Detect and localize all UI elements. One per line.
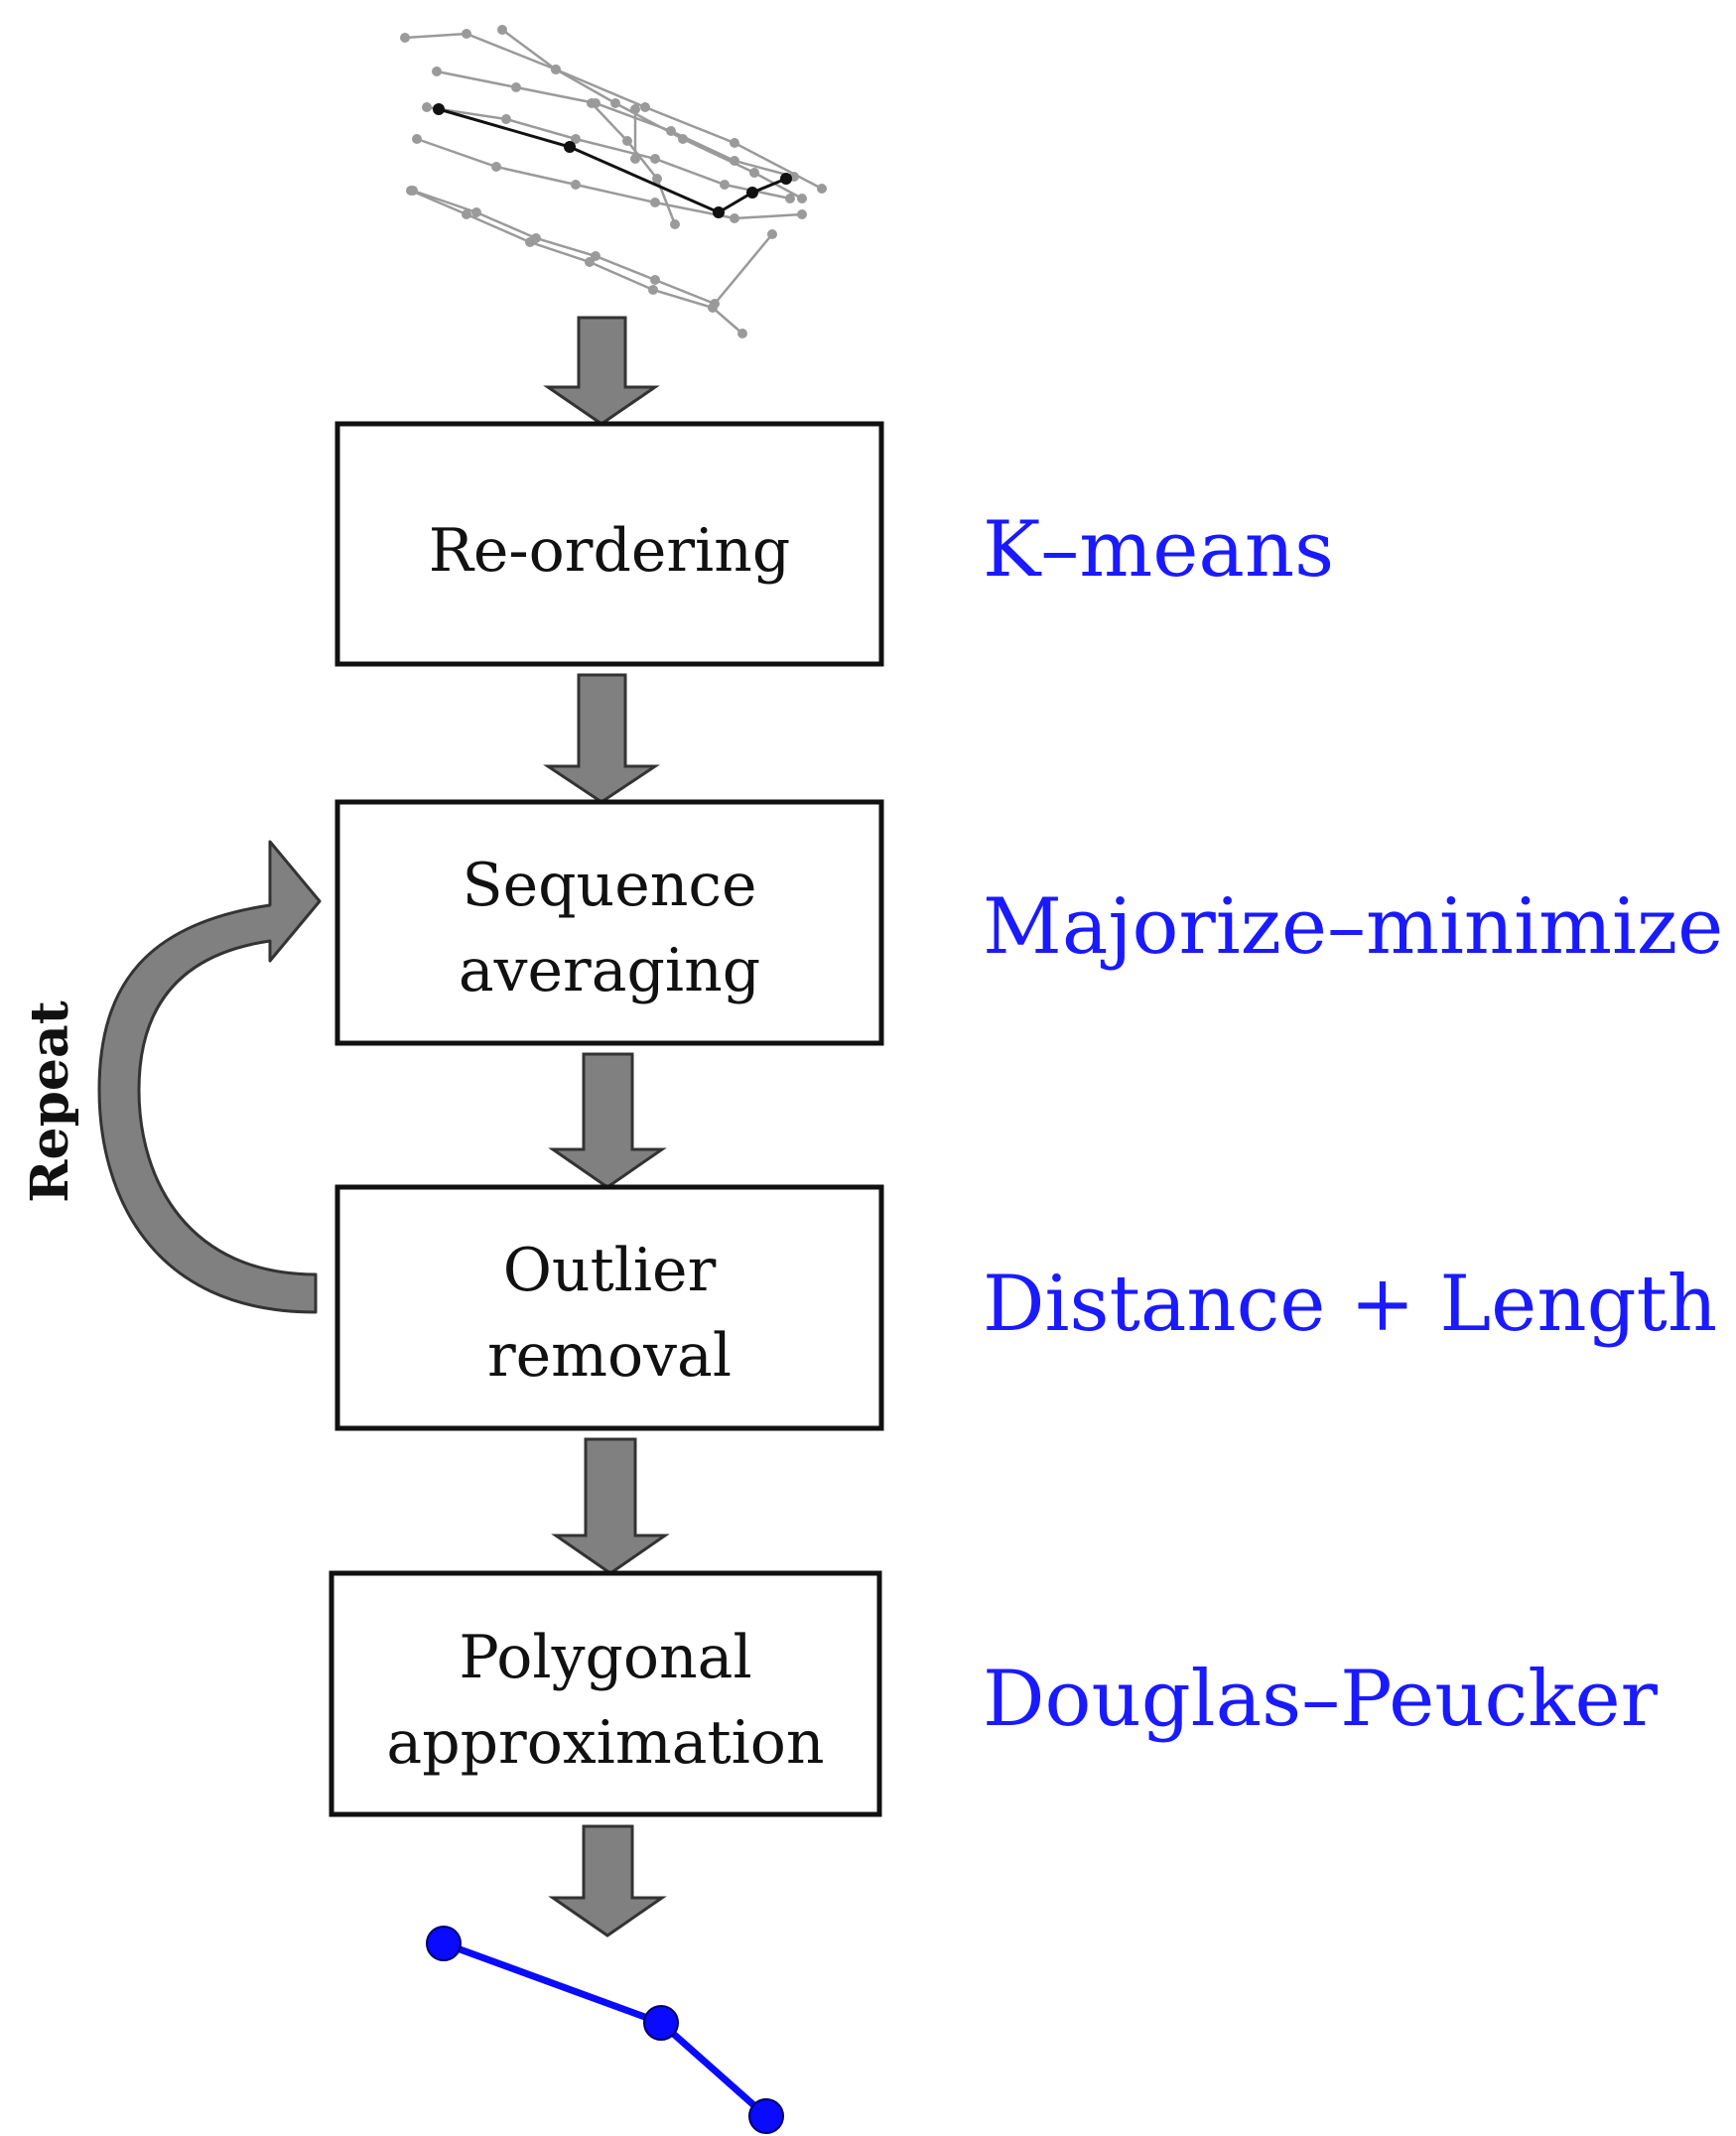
step-polygonal-approximation: Polygonal approximation (329, 1570, 882, 1817)
input-trajectory-point (462, 209, 471, 219)
input-trajectory-point (406, 186, 416, 196)
output-vertex (748, 2098, 784, 2134)
flow-arrow-4 (551, 1437, 670, 1575)
input-trajectory-line (404, 32, 823, 191)
input-trajectory-point (400, 33, 410, 43)
output-vertex (426, 1926, 462, 1961)
step-label-line-2: removal (487, 1321, 732, 1391)
input-trajectory-point (571, 180, 581, 190)
input-trajectory-point (412, 134, 422, 144)
input-trajectory-point (551, 65, 561, 74)
input-trajectory-point (666, 126, 676, 136)
step-label-line-2: approximation (386, 1708, 824, 1778)
input-trajectory-point (797, 194, 807, 203)
input-trajectory-point (720, 180, 730, 190)
input-trajectory-point (730, 156, 739, 166)
input-trajectory-point (785, 194, 795, 203)
input-trajectory-point (587, 98, 597, 108)
input-trajectory-point (737, 329, 747, 338)
input-trajectory-point (585, 257, 595, 267)
method-label-kmeans: K–means (983, 505, 1334, 595)
input-trajectory-point (650, 275, 660, 285)
step-reordering: Re-ordering (334, 421, 884, 667)
input-highlight-point (713, 206, 725, 218)
step-box (334, 799, 884, 1046)
input-trajectory-point (650, 154, 660, 164)
input-highlight-point (780, 173, 792, 185)
input-highlight-point (564, 141, 576, 153)
input-trajectory-point (817, 184, 827, 194)
repeat-label: Repeat (20, 1001, 80, 1202)
step-label-line-1: Polygonal (459, 1623, 751, 1692)
flow-arrow-2 (543, 673, 660, 804)
input-highlight-point (746, 187, 758, 199)
input-trajectory-point (630, 154, 640, 164)
input-trajectory-line (416, 137, 803, 220)
input-trajectory-line (436, 69, 795, 179)
input-trajectory-line (591, 102, 677, 225)
input-trajectory-point (471, 207, 481, 217)
input-trajectory-point (422, 102, 432, 112)
input-trajectory-point (670, 219, 680, 229)
input-trajectory-point (749, 168, 759, 178)
input-trajectory-point (652, 174, 662, 184)
input-trajectory-point (640, 102, 650, 112)
input-trajectory-point (622, 136, 632, 146)
input-trajectory-point (497, 25, 507, 35)
step-sequence-averaging: Sequence averaging (334, 799, 884, 1046)
input-trajectory-point (648, 285, 658, 295)
input-trajectory-line (426, 105, 791, 200)
step-label-line-1: Sequence (463, 851, 757, 920)
input-trajectory-point (730, 213, 739, 223)
flow-arrow-1 (543, 316, 660, 426)
output-polyline (442, 1939, 769, 2119)
flow-arrow-5 (548, 1824, 667, 1937)
input-trajectory-point (491, 162, 501, 172)
step-box (329, 1570, 882, 1817)
step-label: Re-ordering (429, 516, 791, 586)
step-box (334, 1184, 884, 1431)
simplified-polyline-icon (426, 1926, 784, 2134)
flow-arrow-3 (548, 1052, 667, 1189)
method-label-distance-length: Distance + Length (983, 1260, 1717, 1349)
input-trajectory-point (432, 67, 442, 76)
repeat-loop-arrow (97, 840, 322, 1314)
input-trajectory-point (767, 229, 777, 239)
method-label-majorize-minimize: Majorize–minimize (983, 882, 1723, 972)
step-outlier-removal: Outlier removal (334, 1184, 884, 1431)
input-trajectory-point (462, 29, 471, 39)
input-trajectory-point (525, 237, 535, 247)
input-trajectory-point (630, 104, 640, 114)
input-trajectory-line (410, 189, 743, 334)
input-trajectory-point (511, 82, 521, 92)
input-trajectory-point (650, 198, 660, 207)
input-trajectory-point (730, 138, 739, 148)
input-highlight-point (433, 103, 445, 115)
input-trajectory-point (797, 209, 807, 219)
input-trajectory-point (501, 114, 511, 124)
noisy-trajectories-icon (400, 25, 827, 338)
input-trajectory-point (610, 98, 620, 108)
method-label-douglas-peucker: Douglas–Peucker (983, 1655, 1659, 1744)
output-vertex (643, 2005, 679, 2041)
input-trajectory-point (708, 303, 718, 313)
step-label-line-1: Outlier (503, 1236, 717, 1305)
input-trajectory-point (571, 134, 581, 144)
step-label-line-2: averaging (459, 936, 760, 1005)
input-trajectory-line (501, 28, 803, 200)
step-box (334, 421, 884, 667)
